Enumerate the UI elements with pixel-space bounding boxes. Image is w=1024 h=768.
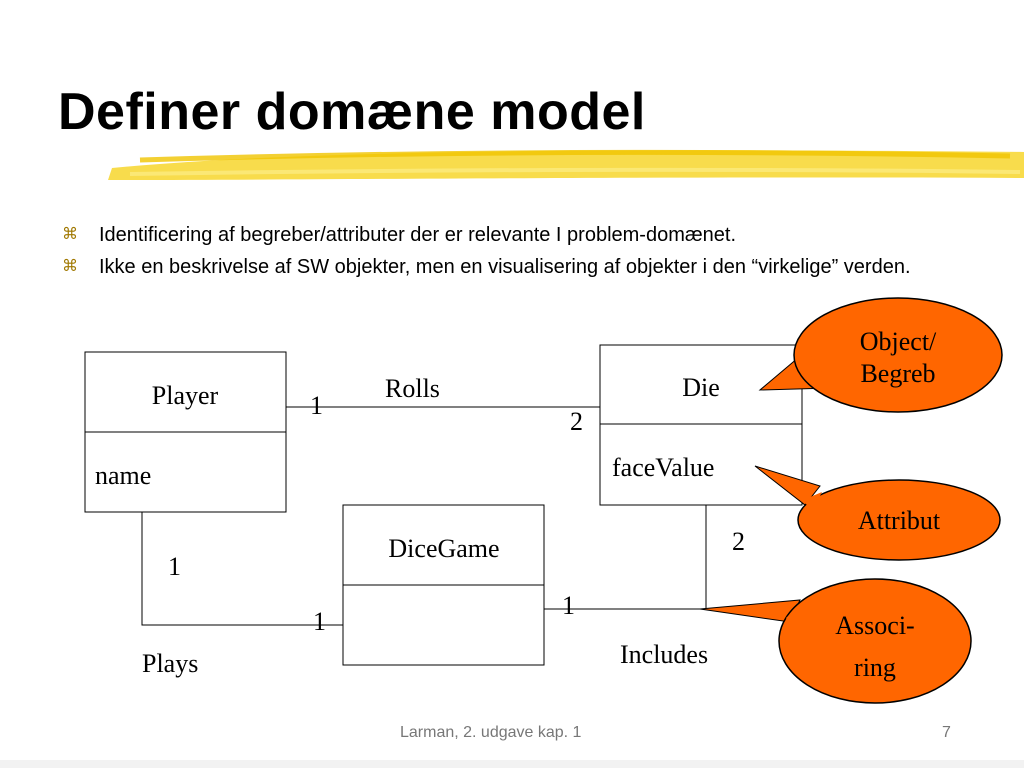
plays-association-line xyxy=(141,512,343,626)
dicegame-class-name: DiceGame xyxy=(388,534,499,563)
player-class-box: Player name xyxy=(84,351,287,513)
attribut-callout: Attribut xyxy=(754,465,1001,561)
die-class-name: Die xyxy=(682,373,720,402)
die-attribute: faceValue xyxy=(612,453,714,482)
plays-mult-player: 1 xyxy=(168,552,181,581)
player-attribute: name xyxy=(95,461,151,490)
object-callout: Object/ Begreb xyxy=(758,297,1003,413)
association-callout-line2: ring xyxy=(854,653,896,682)
player-class-name: Player xyxy=(152,381,219,410)
bullet-list: ⌘ Identificering af begreber/attributer … xyxy=(62,220,962,284)
z-bullet-icon: ⌘ xyxy=(62,226,78,243)
plays-label: Plays xyxy=(142,649,198,678)
bullet-text: Identificering af begreber/attributer de… xyxy=(99,224,737,246)
includes-mult-dicegame: 1 xyxy=(562,591,575,620)
rolls-label: Rolls xyxy=(385,374,440,403)
bullet-item: ⌘ Ikke en beskrivelse af SW objekter, me… xyxy=(62,252,962,282)
die-class-box: Die faceValue xyxy=(599,344,803,506)
association-callout-line1: Associ- xyxy=(835,611,914,640)
z-bullet-icon: ⌘ xyxy=(62,258,78,275)
rolls-mult-die: 2 xyxy=(570,407,583,436)
footer-page-number: 7 xyxy=(942,724,951,741)
association-callout: Associ- ring xyxy=(699,578,972,704)
object-callout-line1: Object/ xyxy=(860,327,937,356)
dicegame-class-box: DiceGame xyxy=(342,504,545,666)
footer-source: Larman, 2. udgave kap. 1 xyxy=(400,724,582,741)
bottom-rule xyxy=(0,760,1024,768)
slide-title: Definer domæne model xyxy=(58,83,646,141)
bullet-item: ⌘ Identificering af begreber/attributer … xyxy=(62,220,962,250)
rolls-mult-player: 1 xyxy=(310,391,323,420)
attribut-callout-line1: Attribut xyxy=(858,506,941,535)
plays-mult-dicegame: 1 xyxy=(313,607,326,636)
title-underline-brush xyxy=(108,150,1024,180)
bullet-text: Ikke en beskrivelse af SW objekter, men … xyxy=(99,256,911,278)
includes-mult-die: 2 xyxy=(732,527,745,556)
includes-label: Includes xyxy=(620,640,708,669)
object-callout-line2: Begreb xyxy=(860,359,935,388)
